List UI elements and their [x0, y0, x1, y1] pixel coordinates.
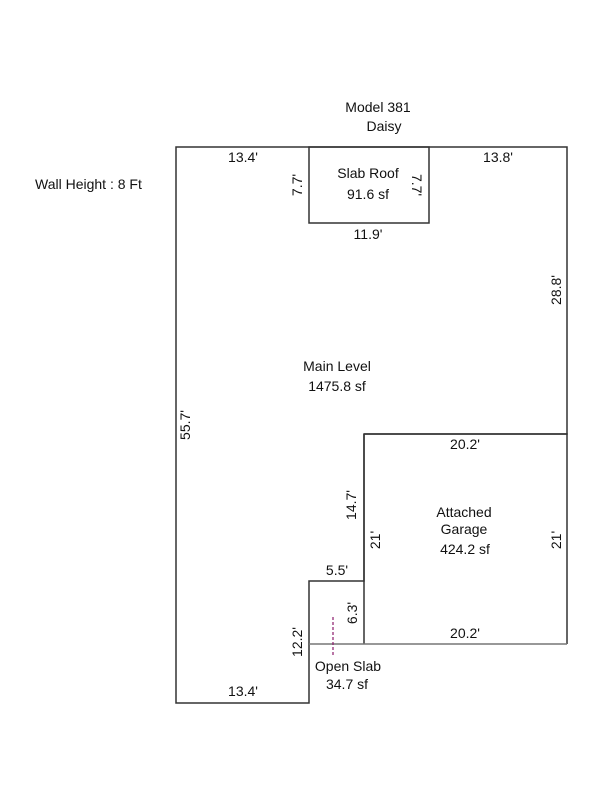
model-title: Model 381 — [345, 99, 411, 115]
garage-area: 424.2 sf — [440, 541, 490, 557]
slab-roof-outline — [308, 146, 430, 224]
dim-garage-left: 21' — [367, 531, 383, 549]
dim-slab-left: 12.2' — [289, 627, 305, 657]
main-level-area: 1475.8 sf — [308, 378, 366, 394]
wall-height-label: Wall Height : 8 Ft — [35, 176, 142, 192]
garage-outline — [363, 433, 568, 644]
dim-open-slab-right: 6.3' — [344, 602, 360, 624]
dim-garage-bottom: 20.2' — [450, 625, 480, 641]
slab-roof-area: 91.6 sf — [347, 186, 389, 202]
open-slab-area: 34.7 sf — [326, 676, 368, 692]
dim-slab-roof-bottom: 11.9' — [354, 226, 383, 242]
dim-slab-top: 5.5' — [326, 562, 348, 578]
garage-name-1: Attached — [436, 504, 491, 520]
garage-name-2: Garage — [441, 521, 488, 537]
dim-slab-roof-left: 7.7' — [289, 174, 305, 196]
dim-notch-left: 14.7' — [343, 490, 359, 520]
main-level-name: Main Level — [303, 358, 371, 374]
dim-garage-right: 21' — [548, 531, 564, 549]
dim-garage-top: 20.2' — [450, 436, 480, 452]
dim-top-left: 13.4' — [228, 149, 258, 165]
slab-roof-name: Slab Roof — [337, 165, 399, 181]
dim-top-right: 13.8' — [483, 149, 513, 165]
dim-bottom: 13.4' — [228, 683, 258, 699]
dim-slab-roof-right: 7.7' — [409, 174, 425, 196]
model-name: Daisy — [366, 118, 401, 134]
dim-right: 28.8' — [548, 275, 564, 305]
dim-left: 55.7' — [177, 410, 193, 440]
open-slab-name: Open Slab — [315, 658, 381, 674]
